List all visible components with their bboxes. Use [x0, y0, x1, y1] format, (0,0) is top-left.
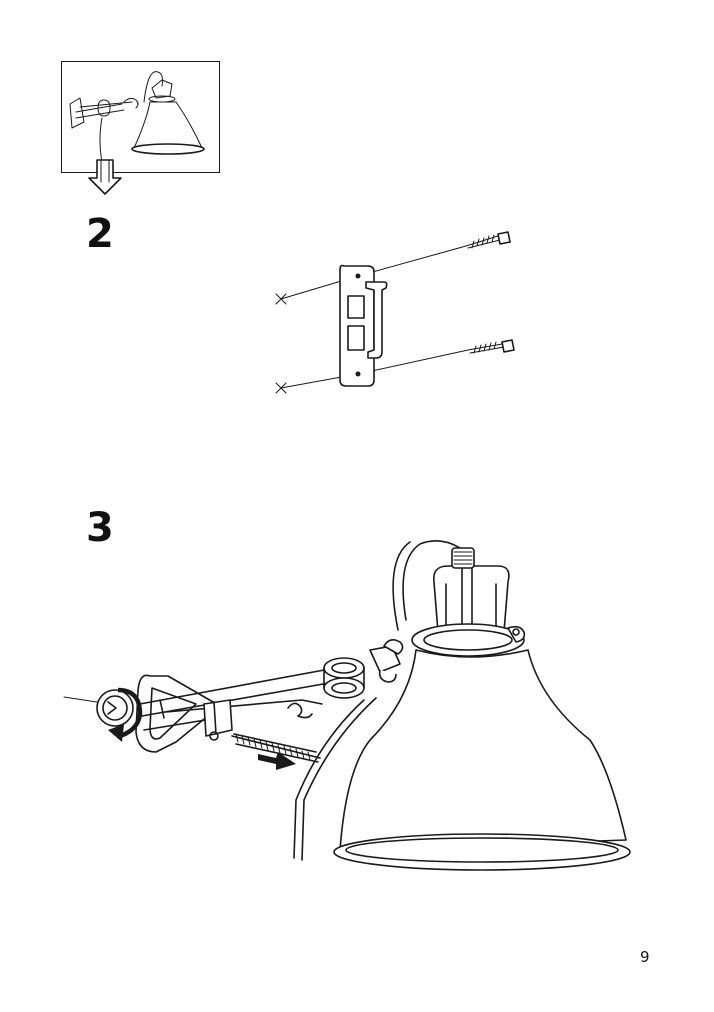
step-2-number: 2 [86, 211, 114, 257]
screw-icon [467, 339, 515, 354]
screw-icon [465, 231, 511, 249]
lamp-reference-thumbnail [69, 71, 205, 164]
step-3-number: 3 [86, 505, 114, 551]
down-arrow-icon [88, 159, 122, 195]
slide-arrow-icon [258, 752, 296, 770]
page-number: 9 [640, 948, 650, 966]
wall-bracket-icon [339, 264, 388, 387]
rotate-arrow-icon [108, 687, 143, 742]
reference-thumbnail [61, 61, 220, 173]
